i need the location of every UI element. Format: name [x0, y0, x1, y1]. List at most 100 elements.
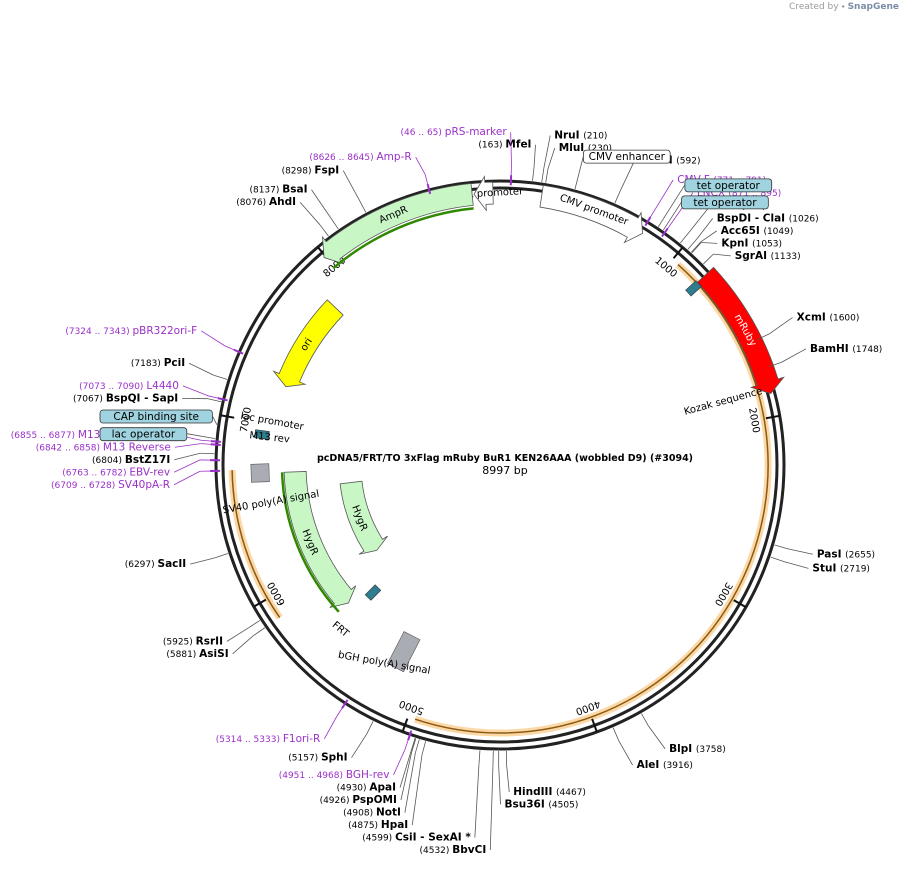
- primer-mark: [407, 730, 413, 741]
- enzyme-position: (4599): [362, 834, 395, 844]
- orange-arc-glow: [413, 261, 772, 737]
- enzyme-name: ApaI: [369, 782, 396, 794]
- tick-mark: [733, 599, 747, 609]
- enzyme-label: BspDI - ClaI (1026): [717, 212, 819, 224]
- polyA-mark: [387, 631, 421, 673]
- enzyme-leader: [253, 627, 266, 637]
- tick-mark: [220, 414, 235, 419]
- enzyme-leader: [421, 741, 427, 755]
- primer-name: pRS-marker: [445, 126, 508, 138]
- enzyme-position: (230): [588, 144, 612, 154]
- plasmid-length: 8997 bp: [482, 464, 527, 477]
- enzyme-position: (4875): [348, 821, 381, 831]
- enzyme-label: (8137) BsaI: [249, 184, 307, 196]
- enzyme-position: (5925): [163, 637, 196, 647]
- primer-range: (8626 .. 8645): [309, 153, 376, 163]
- polyA-mark: [250, 463, 270, 483]
- enzyme-leader: [756, 333, 770, 341]
- enzyme-leader: [787, 548, 813, 555]
- inner-feature-label: bGH poly(A) signal: [337, 650, 431, 677]
- primer-name: EBV-rev: [129, 466, 170, 478]
- enzyme-leader: [330, 217, 339, 230]
- enzyme-name: PspOMI: [352, 794, 397, 806]
- enzyme-name: BbvCI: [452, 844, 486, 856]
- enzyme-name: BspDI - ClaI: [717, 212, 789, 224]
- enzyme-name: FspI: [314, 165, 339, 177]
- enzyme-label: (7067) BspQI - SapI: [73, 392, 178, 404]
- enzyme-label: (163) MfeI: [478, 139, 531, 151]
- enzyme-leader: [688, 205, 711, 233]
- feature-mark: [254, 429, 270, 440]
- boxed-label-leader: [662, 201, 682, 231]
- enzyme-name: AleI: [637, 759, 663, 771]
- enzyme-label: (4875) HpaI: [348, 819, 408, 831]
- primer-range: (46 .. 65): [401, 128, 445, 138]
- primer-leader: [655, 179, 674, 209]
- enzyme-leader: [489, 764, 494, 851]
- primer-mark: [210, 440, 222, 443]
- enzyme-leader: [404, 752, 416, 813]
- enzyme-label: (5881) AsiSI: [166, 648, 228, 660]
- enzyme-label: (6804) BstZ17I: [92, 454, 170, 466]
- enzyme-leader: [232, 635, 254, 655]
- tick-mark: [591, 718, 598, 733]
- tick-mark: [253, 598, 267, 608]
- primer-leader: [173, 459, 201, 473]
- credit-brand: SnapGene: [847, 2, 899, 12]
- enzyme-position: (1053): [752, 239, 782, 249]
- enzyme-leader: [700, 230, 717, 243]
- primer-range: (5314 .. 5333): [216, 735, 283, 745]
- enzyme-position: (4505): [548, 800, 578, 810]
- tick-mark: [401, 718, 409, 733]
- primer-mark: [644, 216, 652, 227]
- enzyme-leader: [358, 199, 367, 213]
- enzyme-name: SphI: [321, 752, 347, 764]
- green-strand-arc: [332, 207, 474, 270]
- enzyme-position: (3758): [696, 745, 726, 755]
- enzyme-name: SacII: [158, 558, 187, 570]
- orange-arc-layer: [228, 261, 772, 737]
- enzyme-leader: [410, 737, 416, 752]
- enzyme-leader: [783, 561, 809, 569]
- enzyme-leader: [547, 147, 556, 169]
- tick-label: 5000: [398, 697, 426, 716]
- enzyme-label: (8076) AhdI: [236, 196, 296, 208]
- enzyme-leader: [506, 764, 510, 792]
- enzyme-leader: [247, 620, 261, 629]
- primer-name: SV40pA-R: [118, 479, 170, 491]
- enzyme-name: StuI: [812, 562, 840, 574]
- enzyme-name: BsaI: [282, 184, 307, 196]
- enzyme-name: PasI: [817, 548, 845, 560]
- enzyme-label: HindIII (4467): [513, 786, 586, 798]
- primer-leader: [182, 385, 209, 397]
- primer-mark: [217, 397, 228, 402]
- primer-leader: [393, 749, 406, 776]
- enzyme-position: (592): [676, 157, 700, 167]
- enzyme-position: (2719): [840, 564, 870, 574]
- enzyme-leader: [478, 750, 481, 765]
- enzyme-label: (5925) RsrII: [163, 635, 223, 647]
- primer-name: pBR322ori-F: [132, 325, 197, 337]
- enzyme-leader: [690, 241, 701, 253]
- orange-arc: [231, 470, 281, 619]
- primer-name: L4440: [146, 380, 179, 392]
- primer-label: (7073 .. 7090) L4440: [79, 380, 179, 392]
- enzyme-label: Acc65I (1049): [721, 225, 794, 237]
- enzyme-label: StuI (2719): [812, 562, 870, 574]
- enzyme-label: (4926) PspOMI: [320, 794, 397, 806]
- primer-mark: [661, 227, 669, 238]
- enzyme-name: BspQI - SapI: [106, 392, 178, 404]
- primer-label: (46 .. 65) pRS-marker: [401, 126, 508, 138]
- enzyme-leader: [774, 544, 789, 550]
- enzyme-position: (1133): [771, 252, 801, 262]
- enzyme-leader: [647, 725, 666, 750]
- enzyme-label: (6297) SacII: [125, 558, 186, 570]
- enzyme-leader: [188, 362, 214, 376]
- primer-leader: [174, 443, 201, 448]
- enzyme-leader: [299, 201, 321, 226]
- tick-label: 7000: [239, 406, 254, 433]
- enzyme-leader: [713, 253, 731, 257]
- enzyme-leader: [641, 713, 649, 726]
